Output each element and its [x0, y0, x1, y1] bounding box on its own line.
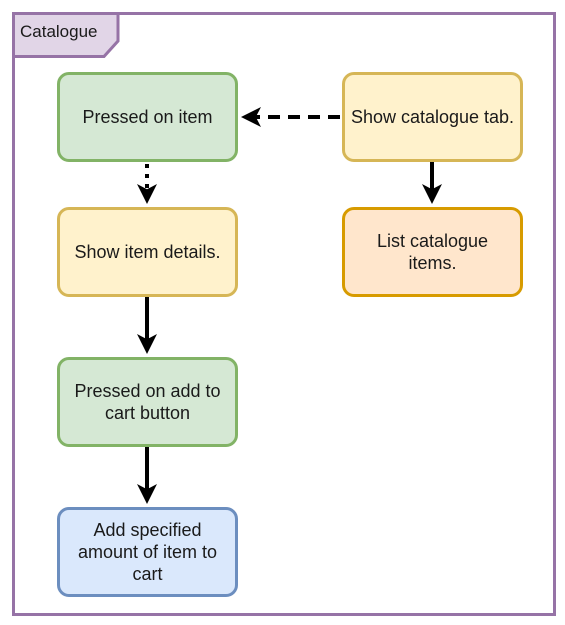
node-label: Pressed on add to cart button [74, 381, 221, 423]
tab-shape [12, 12, 120, 58]
node-label: Pressed on item [82, 107, 213, 127]
node-label: Add specified amount of item to cart [77, 520, 218, 584]
node-show-item-details: Show item details. [57, 207, 238, 297]
node-label: Show item details. [74, 242, 221, 262]
node-pressed-add-to-cart: Pressed on add to cart button [57, 357, 238, 447]
node-add-specified-amount: Add specified amount of item to cart [57, 507, 238, 597]
container-title: Catalogue [20, 22, 98, 41]
node-list-catalogue-items: List catalogue items. [342, 207, 523, 297]
catalogue-tab-label: Catalogue [12, 12, 120, 58]
node-label: List catalogue items. [376, 231, 489, 273]
node-pressed-on-item: Pressed on item [57, 72, 238, 162]
node-show-catalogue-tab: Show catalogue tab. [342, 72, 523, 162]
node-label: Show catalogue tab. [350, 107, 515, 127]
